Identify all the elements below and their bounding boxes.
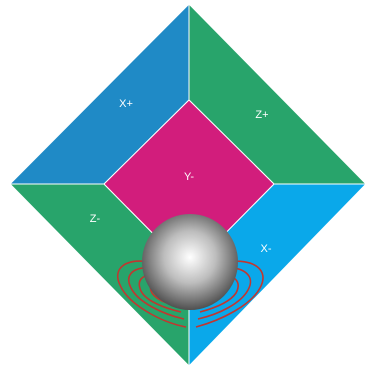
label-x-minus: X-: [261, 243, 272, 255]
label-z-minus: Z-: [90, 213, 101, 225]
sphere: [142, 214, 238, 310]
label-x-plus: X+: [119, 98, 133, 110]
label-y-minus: Y-: [184, 171, 194, 183]
label-z-plus: Z+: [255, 109, 268, 121]
